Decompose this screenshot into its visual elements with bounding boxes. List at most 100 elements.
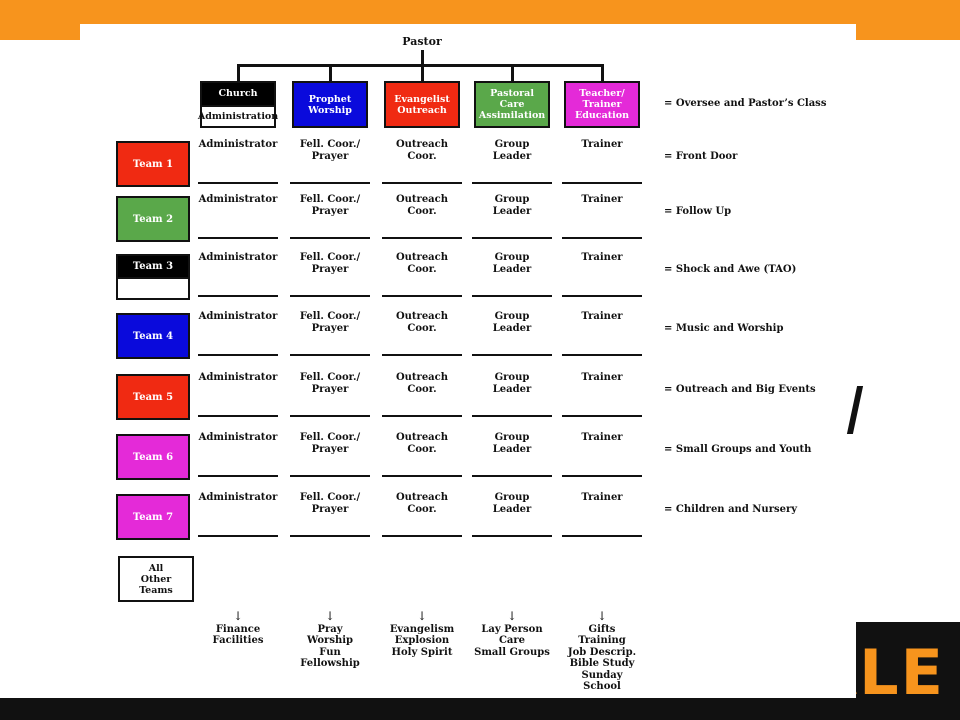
role-underline (472, 237, 552, 239)
role-underline (472, 295, 552, 297)
role-underline (382, 415, 462, 417)
role-cell: Administrator (198, 139, 278, 150)
role-underline (290, 295, 370, 297)
role-underline (198, 415, 278, 417)
role-underline (472, 535, 552, 537)
team-box-6: Team 6 (116, 434, 190, 480)
connector-root-stem (421, 50, 424, 66)
role-cell: Fell. Coor./Prayer (299, 311, 361, 334)
role-underline (562, 182, 642, 184)
team-box-blank (118, 277, 188, 298)
role-cell: Administrator (198, 252, 278, 263)
role-underline (382, 354, 462, 356)
team-box-3: Team 3 (116, 254, 190, 300)
role-cell: Trainer (581, 372, 623, 383)
dept-box-4: Pastoral Care Assimilation (474, 81, 550, 128)
role-cell: Administrator (198, 432, 278, 443)
dept-box-label: Pastoral Care Assimilation (478, 88, 546, 121)
role-underline (290, 415, 370, 417)
team-box-1: Team 1 (116, 141, 190, 187)
focus-arrow: ↓ (506, 609, 518, 623)
dept-box-label-top: Church (218, 88, 258, 100)
bottom-dark-bar (0, 698, 960, 720)
role-underline (472, 475, 552, 477)
role-underline (198, 535, 278, 537)
dept-box-label-bottom: Administration (198, 104, 278, 126)
role-underline (472, 415, 552, 417)
dept-box-2: Prophet Worship (292, 81, 368, 128)
role-underline (290, 354, 370, 356)
role-cell: Fell. Coor./Prayer (299, 139, 361, 162)
connector-drop-4 (511, 64, 514, 81)
role-underline (562, 237, 642, 239)
focus-arrow: ↓ (596, 609, 608, 623)
header-note: = Oversee and Pastor’s Class (664, 98, 827, 109)
role-cell: Trainer (581, 194, 623, 205)
team-note-5: = Outreach and Big Events (664, 384, 816, 395)
team-box-2: Team 2 (116, 196, 190, 242)
connector-drop-2 (329, 64, 332, 81)
role-underline (562, 354, 642, 356)
root-pastor-label: Pastor (402, 35, 442, 48)
connector-horizontal (237, 64, 604, 67)
role-cell: Administrator (198, 311, 278, 322)
role-underline (562, 295, 642, 297)
role-underline (198, 237, 278, 239)
role-underline (198, 354, 278, 356)
role-underline (472, 354, 552, 356)
corner-dark-panel (856, 622, 960, 698)
role-cell: Fell. Coor./Prayer (299, 194, 361, 217)
role-cell: Trainer (581, 432, 623, 443)
role-underline (562, 475, 642, 477)
role-underline (198, 475, 278, 477)
team-note-2: = Follow Up (664, 206, 732, 217)
role-cell: Fell. Coor./Prayer (299, 492, 361, 515)
role-cell: Fell. Coor./Prayer (299, 252, 361, 275)
dept-box-3: Evangelist Outreach (384, 81, 460, 128)
role-underline (382, 475, 462, 477)
role-underline (290, 182, 370, 184)
team-note-1: = Front Door (664, 151, 738, 162)
role-underline (382, 237, 462, 239)
dept-box-label: Teacher/ Trainer Education (575, 88, 629, 121)
role-cell: Trainer (581, 311, 623, 322)
connector-drop-5 (601, 64, 604, 81)
team-box-label: Team 3 (132, 261, 174, 272)
role-cell: Administrator (198, 492, 278, 503)
role-cell: Trainer (581, 139, 623, 150)
dept-box-5: Teacher/ Trainer Education (564, 81, 640, 128)
role-cell: Fell. Coor./Prayer (299, 372, 361, 395)
role-underline (382, 535, 462, 537)
dept-box-label: Evangelist Outreach (394, 93, 450, 116)
team-note-4: = Music and Worship (664, 323, 784, 334)
team-box-5: Team 5 (116, 374, 190, 420)
team-note-3: = Shock and Awe (TAO) (664, 264, 797, 275)
slide-canvas (80, 24, 856, 698)
connector-drop-3 (421, 64, 424, 81)
focus-arrow: ↓ (416, 609, 428, 623)
role-cell: Administrator (198, 372, 278, 383)
role-cell: Trainer (581, 492, 623, 503)
focus-arrow: ↓ (232, 609, 244, 623)
role-cell: Administrator (198, 194, 278, 205)
